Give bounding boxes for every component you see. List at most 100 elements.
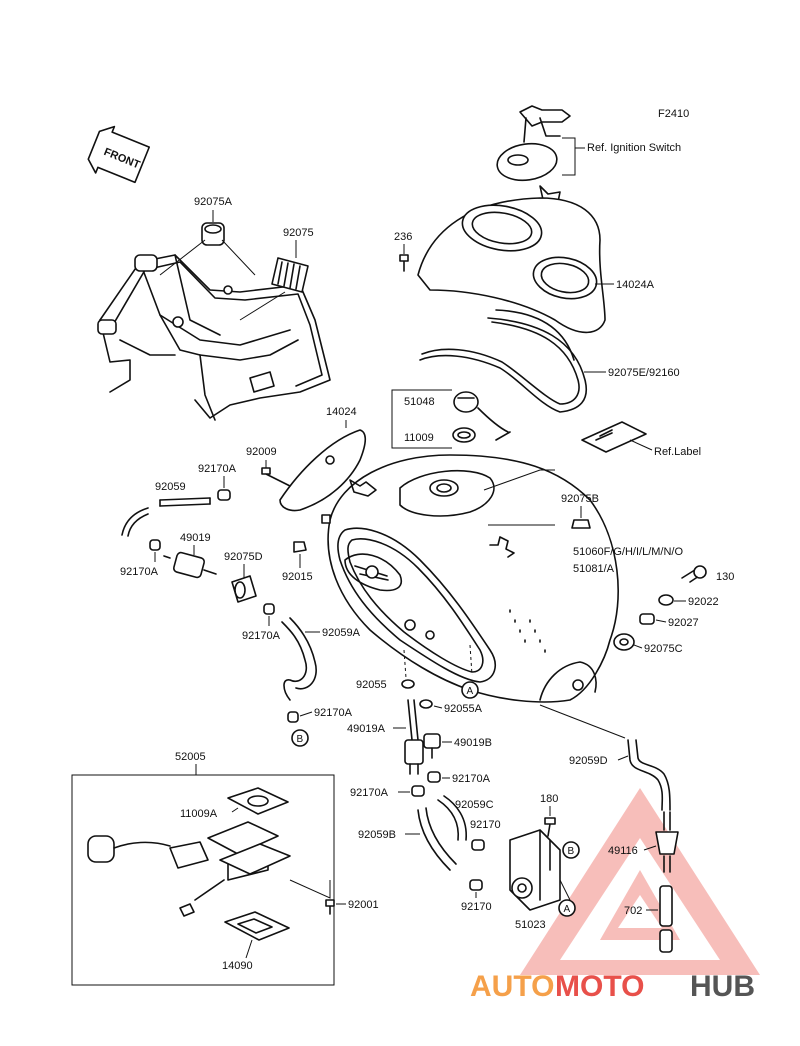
marker-b-icon bbox=[291, 729, 309, 747]
clip-92170a-lower-icon bbox=[287, 711, 299, 723]
part-92170A-1: 92170A bbox=[198, 463, 237, 475]
marker-a2: A bbox=[564, 904, 571, 915]
part-92059B: 92059B bbox=[358, 829, 396, 841]
collar-92027-icon bbox=[639, 613, 655, 625]
clip-92170a-left-icon bbox=[149, 539, 161, 551]
frame-icon bbox=[97, 254, 331, 421]
screw-180-icon bbox=[544, 817, 556, 837]
watermark-logo-icon bbox=[520, 788, 760, 975]
clip-92170-lower-icon bbox=[469, 879, 483, 891]
part-92075A: 92075A bbox=[194, 196, 233, 208]
clip-92170a-lefter-icon bbox=[411, 785, 425, 797]
hose-92059a-icon bbox=[281, 621, 308, 701]
cushion-92075b-icon bbox=[571, 519, 591, 529]
fuel-filter-49116-icon bbox=[655, 811, 679, 873]
watermark-text: AUTO MOTO HUB bbox=[470, 970, 755, 1003]
fuel-gauge-sender-icon bbox=[87, 787, 291, 917]
part-92075C: 92075C bbox=[644, 643, 683, 655]
part-92170A-6: 92170A bbox=[350, 787, 389, 799]
ref-label-text: Ref.Label bbox=[654, 446, 701, 458]
marker-a2-icon bbox=[558, 899, 576, 917]
part-51048: 51048 bbox=[404, 396, 435, 408]
fuel-tap-49019a-icon bbox=[404, 699, 424, 775]
hose-702-icon bbox=[659, 885, 673, 953]
part-130: 130 bbox=[716, 571, 734, 583]
part-49019A: 49019A bbox=[347, 723, 386, 735]
hose-92059-icon bbox=[159, 497, 211, 507]
gasket-14090-icon bbox=[224, 911, 290, 941]
part-702: 702 bbox=[624, 905, 642, 917]
watermark-part3: HUB bbox=[690, 970, 755, 1003]
cushion-92075d-icon bbox=[231, 575, 257, 603]
part-92059: 92059 bbox=[155, 481, 186, 493]
part-92170A-5: 92170A bbox=[452, 773, 491, 785]
clip-92170a-icon bbox=[217, 489, 231, 501]
cushion-top-icon bbox=[204, 224, 222, 234]
part-92055A: 92055A bbox=[444, 703, 483, 715]
part-92059A: 92059A bbox=[322, 627, 361, 639]
watermark-part1: AUTO bbox=[470, 970, 554, 1003]
part-92027: 92027 bbox=[668, 617, 699, 629]
marker-a1: A bbox=[467, 686, 474, 697]
seal-strip-icon bbox=[419, 309, 587, 413]
bracket-14024-icon bbox=[279, 429, 377, 512]
ignition-key-icon bbox=[496, 105, 571, 205]
part-92055: 92055 bbox=[356, 679, 387, 691]
screw-92001-icon bbox=[325, 899, 335, 915]
front-arrow-icon: FRONT bbox=[87, 125, 151, 184]
fuel-cap-icon bbox=[452, 391, 511, 443]
part-51023: 51023 bbox=[515, 919, 546, 931]
ref-ignition-label: Ref. Ignition Switch bbox=[587, 142, 681, 154]
part-14024A: 14024A bbox=[616, 279, 655, 291]
part-49116: 49116 bbox=[608, 845, 638, 857]
oring-92055-icon bbox=[401, 679, 415, 689]
marker-a-icon bbox=[461, 681, 479, 699]
part-52005: 52005 bbox=[175, 751, 206, 763]
cushion-92075-icon bbox=[271, 257, 309, 293]
fuel-filter-49019-icon bbox=[163, 551, 217, 579]
marker-b2-icon bbox=[562, 841, 580, 859]
part-92170A-3: 92170A bbox=[242, 630, 281, 642]
part-236: 236 bbox=[394, 231, 412, 243]
fuel-tap-49019b-icon bbox=[423, 733, 441, 759]
bolt-92009-icon bbox=[261, 467, 291, 487]
figure-id: F2410 bbox=[658, 108, 689, 120]
hose-92059c-icon bbox=[437, 795, 467, 841]
hose-92059b-icon bbox=[417, 807, 457, 871]
part-14090: 14090 bbox=[222, 960, 253, 972]
part-92001: 92001 bbox=[348, 899, 379, 911]
part-92059D: 92059D bbox=[569, 755, 608, 767]
gauge-assembly-box bbox=[71, 774, 335, 986]
part-11009: 11009 bbox=[404, 432, 434, 444]
part-92015: 92015 bbox=[282, 571, 313, 583]
washer-92022-icon bbox=[658, 594, 674, 606]
clip-92170a-right-icon bbox=[427, 771, 441, 783]
ignition-bracket bbox=[562, 137, 585, 176]
grommet-92075c-icon bbox=[613, 633, 635, 651]
part-92170-2: 92170 bbox=[461, 901, 492, 913]
fuel-tank-icon bbox=[327, 454, 619, 703]
part-92009: 92009 bbox=[246, 446, 277, 458]
part-180: 180 bbox=[540, 793, 558, 805]
part-92075D: 92075D bbox=[224, 551, 263, 563]
label-plate-icon bbox=[581, 421, 647, 453]
part-11009A: 11009A bbox=[180, 808, 218, 820]
part-92170A-2: 92170A bbox=[120, 566, 159, 578]
clip-92170-upper-icon bbox=[471, 839, 485, 851]
part-14024: 14024 bbox=[326, 406, 357, 418]
cap-bracket bbox=[391, 389, 452, 449]
watermark-part2: MOTO bbox=[555, 970, 644, 1003]
part-92059C: 92059C bbox=[455, 799, 494, 811]
tank-cover-14024a-icon bbox=[417, 197, 606, 334]
part-92075E: 92075E/92160 bbox=[608, 367, 680, 379]
part-92022: 92022 bbox=[688, 596, 719, 608]
part-49019: 49019 bbox=[180, 532, 211, 544]
bolt-236-icon bbox=[399, 254, 409, 272]
part-92170A-4: 92170A bbox=[314, 707, 353, 719]
marker-b1: B bbox=[297, 734, 304, 745]
part-92075: 92075 bbox=[283, 227, 314, 239]
hose-92059d-icon bbox=[627, 739, 671, 811]
oring-92055a-icon bbox=[419, 699, 433, 709]
